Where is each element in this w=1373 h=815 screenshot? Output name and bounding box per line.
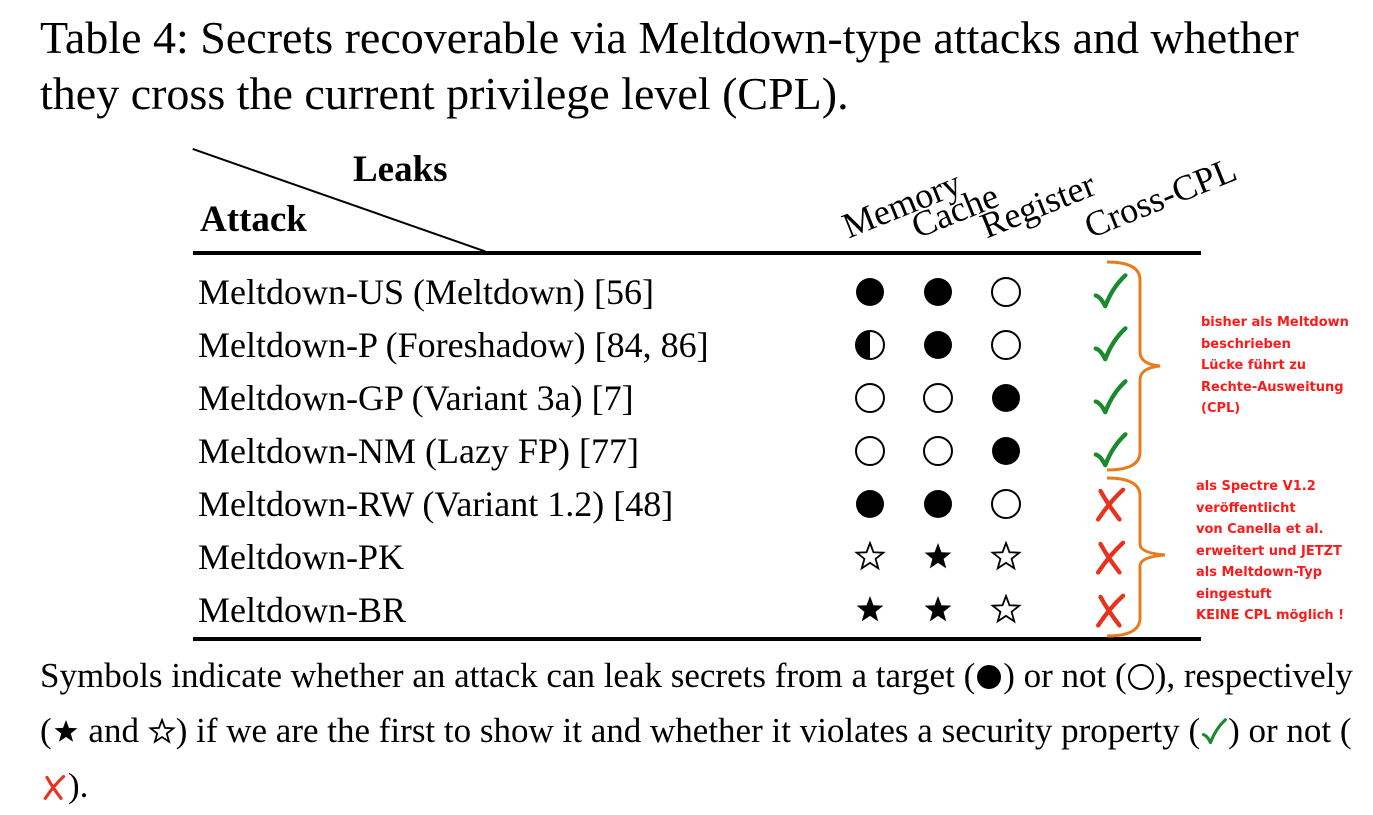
note-text: ), respectively ( — [40, 656, 1353, 750]
cross-icon — [1088, 531, 1132, 583]
table-row: Meltdown-BR — [198, 584, 1198, 636]
table-note: Symbols indicate whether an attack can l… — [40, 650, 1360, 815]
filled-star-icon — [916, 584, 960, 636]
note-text: Symbols indicate whether an attack can l… — [40, 656, 976, 695]
empty-star-icon — [984, 531, 1028, 583]
cross-icon — [1088, 584, 1132, 636]
annotation-line: bisher als Meltdown — [1201, 315, 1349, 330]
annotation-line: erweitert und JETZT — [1196, 543, 1342, 559]
filled-circle-icon — [975, 654, 1003, 705]
empty-circle-icon — [916, 425, 960, 477]
annotation-line: Lücke führt zu — [1201, 358, 1307, 373]
annotation-line: als Spectre V1.2 — [1196, 479, 1316, 494]
attack-name: Meltdown-RW (Variant 1.2) [48] — [198, 484, 674, 524]
empty-circle-icon — [1127, 654, 1155, 705]
check-icon — [1088, 372, 1132, 424]
annotation-line: eingestuft — [1196, 586, 1272, 602]
attack-name: Meltdown-US (Meltdown) [56] — [198, 272, 654, 312]
table-row: Meltdown-RW (Variant 1.2) [48] — [198, 478, 1198, 530]
annotation-top: bisher als Meltdown beschrieben Lücke fü… — [1201, 312, 1349, 420]
annotation-line: beschrieben — [1201, 336, 1291, 352]
note-text: ) if we are the first to show it and whe… — [175, 711, 1201, 750]
table-caption: Table 4: Secrets recoverable via Meltdow… — [40, 12, 1299, 119]
attack-name: Meltdown-NM (Lazy FP) [77] — [198, 431, 639, 471]
check-icon — [1088, 266, 1132, 318]
annotation-line: veröffentlicht — [1196, 500, 1296, 516]
annotation-bottom: als Spectre V1.2 veröffentlicht von Cane… — [1196, 476, 1344, 627]
cross-icon — [40, 764, 68, 815]
top-rule — [193, 251, 1201, 255]
table-row: Meltdown-P (Foreshadow) [84, 86] — [198, 319, 1198, 371]
table-row: Meltdown-PK — [198, 531, 1198, 583]
empty-star-icon — [984, 584, 1028, 636]
note-text: ). — [68, 766, 89, 805]
filled-circle-icon — [916, 478, 960, 530]
filled-circle-icon — [848, 478, 892, 530]
filled-circle-icon — [984, 372, 1028, 424]
note-text: and — [79, 711, 148, 750]
attack-name: Meltdown-BR — [198, 590, 407, 630]
annotation-line: KEINE CPL möglich ! — [1196, 608, 1345, 623]
empty-circle-icon — [984, 478, 1028, 530]
empty-star-icon — [147, 709, 176, 760]
filled-circle-icon — [848, 266, 892, 318]
filled-star-icon — [52, 709, 80, 760]
filled-circle-icon — [984, 425, 1028, 477]
brace-bottom — [1106, 476, 1166, 638]
check-icon — [1088, 319, 1132, 371]
empty-circle-icon — [916, 372, 960, 424]
brace-top — [1106, 260, 1161, 472]
filled-circle-icon — [916, 266, 960, 318]
cross-icon — [1088, 478, 1132, 530]
empty-circle-icon — [848, 372, 892, 424]
filled-circle-icon — [916, 319, 960, 371]
empty-circle-icon — [848, 425, 892, 477]
header-leaks: Leaks — [353, 149, 448, 190]
check-icon — [1200, 709, 1228, 760]
attack-name: Meltdown-GP (Variant 3a) [7] — [198, 378, 634, 418]
bottom-rule — [193, 637, 1201, 641]
attack-name: Meltdown-P (Foreshadow) [84, 86] — [198, 325, 709, 365]
check-icon — [1088, 425, 1132, 477]
empty-circle-icon — [984, 319, 1028, 371]
filled-star-icon — [848, 584, 892, 636]
empty-star-icon — [848, 531, 892, 583]
table-row: Meltdown-US (Meltdown) [56] — [198, 266, 1198, 318]
attack-name: Meltdown-PK — [198, 537, 404, 577]
filled-star-icon — [916, 531, 960, 583]
table-row: Meltdown-NM (Lazy FP) [77] — [198, 425, 1198, 477]
note-text: ) or not ( — [1003, 656, 1127, 695]
note-text: ) or not ( — [1228, 711, 1352, 750]
table-row: Meltdown-GP (Variant 3a) [7] — [198, 372, 1198, 424]
header-attack: Attack — [200, 199, 307, 240]
half-circle-icon — [848, 319, 892, 371]
annotation-line: von Canella et al. — [1196, 522, 1324, 537]
annotation-line: (CPL) — [1201, 401, 1241, 416]
annotation-line: Rechte-Ausweitung — [1201, 379, 1344, 395]
empty-circle-icon — [984, 266, 1028, 318]
annotation-line: als Meltdown-Typ — [1196, 565, 1323, 580]
